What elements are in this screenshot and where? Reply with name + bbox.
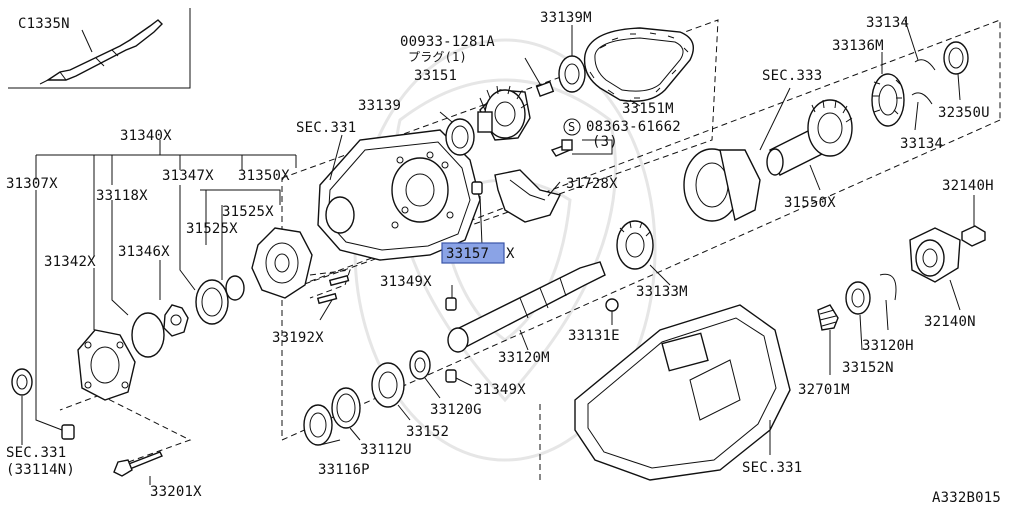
label-33139m: 33139M	[540, 10, 592, 26]
label-sec333: SEC.333	[762, 68, 822, 84]
assembly-guide-lines	[59, 19, 1001, 480]
label-sec331-bottom: SEC.331	[742, 460, 802, 476]
label-31728x: 31728X	[566, 176, 618, 192]
flange-32140n	[909, 227, 961, 311]
label-c1335n: C1335N	[18, 16, 70, 32]
label-sec331-left: SEC.331	[6, 445, 66, 461]
pins-33192x	[316, 274, 350, 305]
part-33157	[471, 181, 483, 195]
collar-33120g	[409, 350, 431, 380]
label-32701m: 32701M	[798, 382, 850, 398]
label-33112u: 33112U	[360, 442, 412, 458]
bearing-33152	[371, 362, 405, 408]
label-33134-top: 33134	[866, 15, 909, 31]
label-08363-61662: 08363-61662	[586, 119, 681, 135]
label-plug-jp: プラグ(1)	[408, 50, 467, 64]
snap-ring-33134-top	[914, 59, 936, 71]
gear-assembly-sec333	[683, 148, 761, 222]
label-33131e: 33131E	[568, 328, 620, 344]
label-33157[interactable]: 33157	[446, 246, 489, 262]
label-33134-bottom: 33134	[900, 136, 943, 152]
highlight-33157[interactable]	[441, 242, 505, 264]
needle-bearing-33136m	[871, 73, 905, 127]
drive-chain-33151m	[583, 27, 694, 102]
snap-ring-33134-bottom	[911, 92, 933, 105]
label-33114n: (33114N)	[6, 462, 75, 478]
label-31525x-b: 31525X	[186, 221, 238, 237]
shim-33112u	[331, 387, 361, 429]
oil-seal-32350u	[943, 41, 969, 75]
rotor-gear-33118x	[163, 304, 189, 337]
group-brackets	[35, 140, 297, 431]
label-31550x: 31550X	[784, 195, 836, 211]
diagram-code: A332B015	[932, 490, 1001, 506]
label-33120g: 33120G	[430, 402, 482, 418]
label-33151: 33151	[414, 68, 457, 84]
label-31307x: 31307X	[6, 176, 58, 192]
shift-fork-31728x	[494, 169, 562, 223]
rotor-31346x	[195, 279, 229, 325]
label-31346x: 31346X	[118, 244, 170, 260]
label-00933-1281a: 00933-1281A	[400, 34, 495, 50]
label-33151m: 33151M	[622, 101, 674, 117]
label-31525x-a: 31525X	[222, 204, 274, 220]
leader-lines	[319, 19, 961, 455]
label-31347x: 31347X	[162, 168, 214, 184]
label-31340x: 31340X	[120, 128, 172, 144]
label-32140h: 32140H	[942, 178, 994, 194]
label-33157-suffix: X	[506, 246, 515, 262]
oil-pump-31350x	[251, 227, 313, 299]
label-08363-qty: (3)	[592, 134, 618, 150]
plug-31307x	[61, 424, 75, 440]
label-33152: 33152	[406, 424, 449, 440]
oil-seal-33114n	[11, 368, 33, 445]
gear-33133m	[616, 220, 671, 286]
label-33139: 33139	[358, 98, 401, 114]
nut-32140h	[961, 195, 986, 247]
ring-31525x	[225, 275, 245, 301]
gear-32701m	[817, 304, 839, 375]
pin-31349x-bottom	[445, 369, 473, 387]
label-33118x: 33118X	[96, 188, 148, 204]
snap-ring-33120h	[879, 273, 897, 331]
label-s-symbol: S	[568, 120, 575, 134]
label-31342x: 31342X	[44, 254, 96, 270]
bearing-33139	[445, 118, 475, 156]
label-31349x-top: 31349X	[380, 274, 432, 290]
gasket	[131, 312, 165, 358]
steel-ball-33131e	[605, 298, 619, 325]
output-shaft-31550x	[766, 99, 853, 176]
label-33136m: 33136M	[832, 38, 884, 54]
label-sec331-top: SEC.331	[296, 120, 356, 136]
label-31350x: 31350X	[238, 168, 290, 184]
label-33133m: 33133M	[636, 284, 688, 300]
sprocket-33151	[477, 85, 531, 141]
pin-31349x-top	[445, 285, 457, 311]
bearing-33152n	[845, 281, 871, 351]
label-32140n: 32140N	[924, 314, 976, 330]
label-33116p: 33116P	[318, 462, 370, 478]
front-cover-31342x	[77, 329, 136, 401]
labels: C1335N 00933-1281A プラグ(1) 33139M 33134 3…	[6, 10, 1001, 506]
plug-00933	[535, 81, 555, 97]
bolt-08363	[550, 139, 573, 157]
label-32350u: 32350U	[938, 105, 990, 121]
label-33152n: 33152N	[842, 360, 894, 376]
label-33120h: 33120H	[862, 338, 914, 354]
main-shaft-33120m	[447, 261, 606, 353]
label-33120m: 33120M	[498, 350, 550, 366]
s-symbol-circle	[563, 118, 581, 136]
label-33192x: 33192X	[272, 330, 324, 346]
label-31349x-bottom: 31349X	[474, 382, 526, 398]
label-33201x: 33201X	[150, 484, 202, 500]
bolt-33201x	[113, 451, 163, 485]
bearing-33116p	[303, 404, 333, 446]
inset-grease-tube	[8, 8, 191, 89]
bearing-33139m	[558, 55, 586, 93]
front-case-housing	[317, 129, 481, 261]
